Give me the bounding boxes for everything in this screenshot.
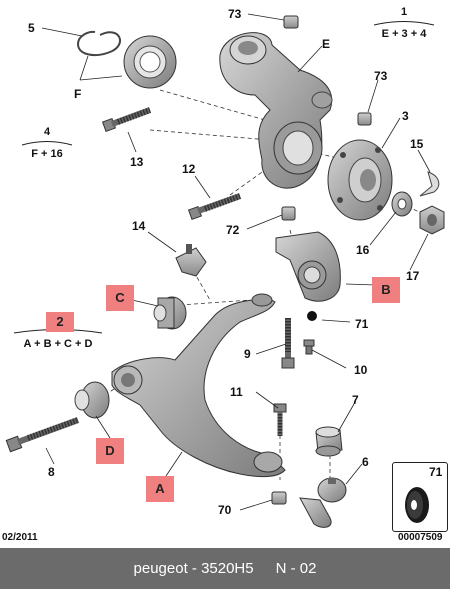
bolt-9 [281,318,295,369]
nut-70 [271,491,287,505]
callout-7: 7 [352,393,359,407]
bolt-10 [303,339,315,355]
wheel-bearing [123,35,177,89]
callout-9: 9 [244,347,251,361]
revision-date: 02/2011 [2,532,38,543]
callout-e: E [322,37,331,51]
bolt-11 [273,403,287,436]
circlip [76,30,121,57]
callout-71: 71 [355,317,369,331]
bush-c [153,296,187,330]
callout-f: F [74,87,82,101]
callout-17: 17 [406,269,420,283]
bolt-12 [187,193,242,221]
footer-page: N - 02 [275,560,317,577]
nut-73-right [357,112,372,126]
bush-d [74,381,110,419]
steering-knuckle [219,32,333,189]
footer-brand-part: peugeot - 3520H5 [133,560,254,577]
bolt-8 [5,417,80,453]
rubber-stop-71 [307,311,317,321]
nut-72 [281,206,296,221]
label-box-b: B [372,277,400,303]
formula-4-number: 4 [43,126,51,138]
formula-1-parts: E + 3 + 4 [381,28,427,40]
callout-13: 13 [130,155,144,169]
label-box-c: C [106,285,134,311]
nut-73-top [283,15,299,29]
inset-detail-71: 71 [392,462,448,532]
callout-73-top: 73 [228,7,242,21]
exploded-suspension-diagram [5,13,445,528]
clamp-14 [175,244,207,277]
wheel-hub [327,139,393,221]
callout-15: 15 [410,137,424,151]
callout-11: 11 [230,385,243,399]
callout-72: 72 [226,223,240,237]
callout-73-right: 73 [374,69,388,83]
lower-control-arm [111,293,286,478]
ball-joint-boot [315,426,343,457]
label-box-d: D [96,438,124,464]
callout-16: 16 [356,243,370,257]
formula-4-parts: F + 16 [31,148,63,160]
inset-washer [405,487,429,523]
formula-2-number-box: 2 [46,312,74,332]
split-pin [419,171,440,197]
callout-70: 70 [218,503,232,517]
rear-bush-bracket [275,231,341,302]
formula-1-number: 1 [400,6,408,18]
formula-2-parts: A + B + C + D [23,338,93,350]
callout-8: 8 [48,465,55,479]
document-number: 00007509 [398,532,443,543]
hub-nut-17 [419,205,445,235]
washer-16 [391,191,413,217]
footer-bar: peugeot - 3520H5 N - 02 [0,548,450,589]
callout-leader-lines [41,13,431,511]
callout-14: 14 [132,219,146,233]
ball-joint [299,477,347,528]
callout-6: 6 [362,455,369,469]
inset-label: 71 [429,465,443,479]
label-box-a: A [146,476,174,502]
callout-12: 12 [182,162,196,176]
callout-5: 5 [28,21,35,35]
callout-10: 10 [354,363,368,377]
callout-3: 3 [402,109,409,123]
bolt-13 [101,107,152,133]
